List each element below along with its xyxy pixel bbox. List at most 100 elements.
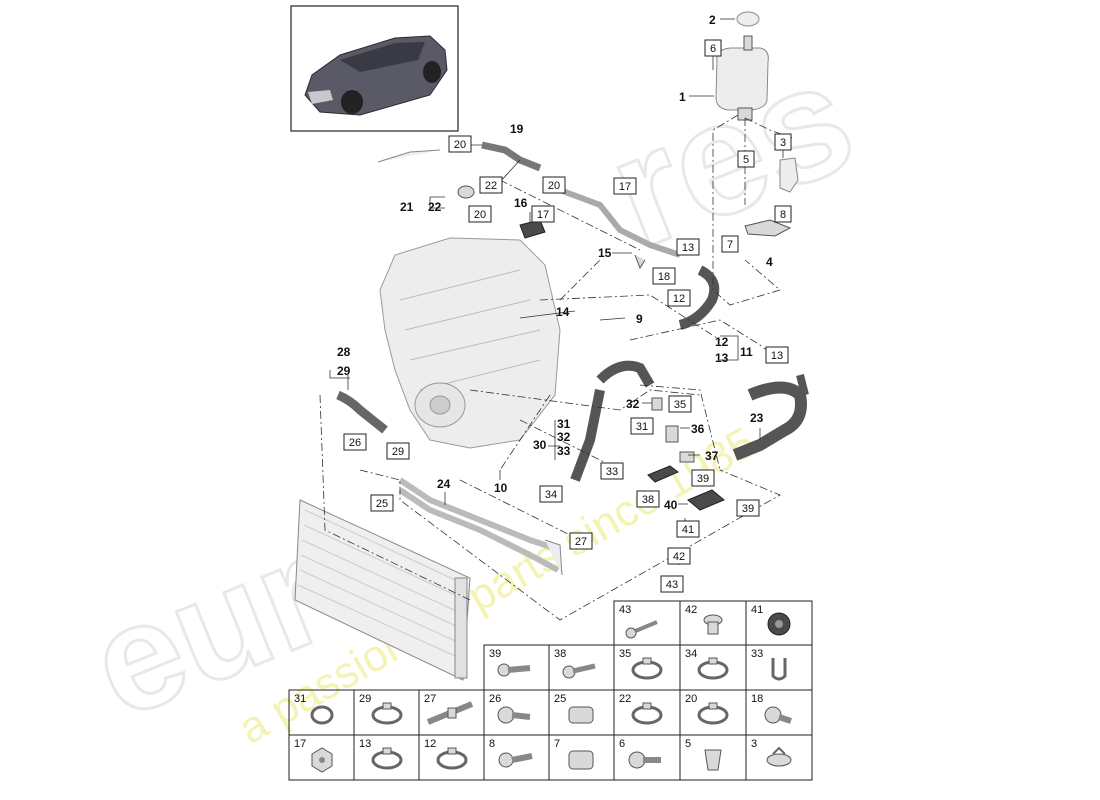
cell-20: 20 <box>685 693 697 705</box>
svg-text:25: 25 <box>376 498 388 510</box>
cell-12: 12 <box>424 738 436 750</box>
bolt-icon <box>497 706 531 724</box>
cell-7: 7 <box>554 738 560 750</box>
cell-39: 39 <box>489 648 501 660</box>
cell-13: 13 <box>359 738 371 750</box>
bracket-parts <box>744 157 799 237</box>
svg-text:41: 41 <box>682 524 694 536</box>
label-31: 31 <box>557 417 571 431</box>
svg-text:31: 31 <box>636 421 648 433</box>
svg-text:39: 39 <box>742 503 754 515</box>
label-33: 33 <box>557 444 571 458</box>
label-22: 22 <box>428 200 442 214</box>
svg-text:42: 42 <box>673 551 685 563</box>
callout-box-6: 6 <box>704 39 722 57</box>
bolt-icon <box>497 663 531 677</box>
svg-text:8: 8 <box>780 209 786 221</box>
parts-grid: 43 42 41 39 38 35 34 33 31 29 27 26 25 2… <box>288 600 813 781</box>
callout-box-8: 8 <box>774 205 792 223</box>
svg-text:7: 7 <box>727 239 733 251</box>
callout-box-25: 25 <box>370 494 394 512</box>
hose-clamp-icon <box>436 747 468 770</box>
label-24: 24 <box>437 477 451 491</box>
vehicle-thumbnail <box>290 5 459 132</box>
callout-box-29: 29 <box>386 442 410 460</box>
label-28: 28 <box>337 345 351 359</box>
cell-27: 27 <box>424 693 436 705</box>
cell-8: 8 <box>489 738 495 750</box>
cell-33: 33 <box>751 648 763 660</box>
cell-5: 5 <box>685 738 691 750</box>
bolt-icon <box>628 751 661 769</box>
callout-box-26: 26 <box>343 433 367 451</box>
bolt-icon <box>498 752 533 768</box>
svg-text:12: 12 <box>673 293 685 305</box>
svg-text:6: 6 <box>710 43 716 55</box>
stud-bolt-icon <box>426 701 474 725</box>
label-1: 1 <box>679 90 686 104</box>
svg-text:17: 17 <box>537 209 549 221</box>
svg-text:13: 13 <box>771 350 783 362</box>
cell-43: 43 <box>619 604 631 616</box>
hose-clamp-icon <box>631 702 663 725</box>
svg-text:26: 26 <box>349 437 361 449</box>
svg-text:33: 33 <box>606 466 618 478</box>
label-36: 36 <box>691 422 705 436</box>
bolt-icon <box>764 706 792 724</box>
callout-box-20b: 20 <box>542 176 566 194</box>
label-30: 30 <box>533 438 547 452</box>
cell-41: 41 <box>751 604 763 616</box>
label-9: 9 <box>636 312 643 326</box>
threaded-sleeve-icon <box>568 706 594 724</box>
cell-25: 25 <box>554 693 566 705</box>
svg-text:3: 3 <box>780 137 786 149</box>
svg-text:29: 29 <box>392 446 404 458</box>
cell-3: 3 <box>751 738 757 750</box>
callout-box-31: 31 <box>630 417 654 435</box>
svg-text:38: 38 <box>642 494 654 506</box>
cell-42: 42 <box>685 604 697 616</box>
callout-box-5: 5 <box>737 150 755 168</box>
svg-text:13: 13 <box>682 242 694 254</box>
cell-31: 31 <box>294 693 306 705</box>
callout-box-18: 18 <box>652 267 676 285</box>
cell-18: 18 <box>751 693 763 705</box>
callout-box-42: 42 <box>667 547 691 565</box>
label-40: 40 <box>664 498 678 512</box>
hose-clamp-icon <box>371 747 403 770</box>
label-13: 13 <box>715 351 729 365</box>
label-29: 29 <box>337 364 351 378</box>
callout-box-22: 22 <box>479 176 503 194</box>
hose-clamp-icon <box>697 702 729 725</box>
label-19: 19 <box>510 122 524 136</box>
label-12: 12 <box>715 335 729 349</box>
svg-text:18: 18 <box>658 271 670 283</box>
svg-text:35: 35 <box>674 399 686 411</box>
spring-clip-icon <box>771 658 787 681</box>
boxed-callouts: 6 3 5 8 7 13 12 18 20 20 22 20 17 17 13 … <box>343 39 792 593</box>
svg-text:5: 5 <box>743 154 749 166</box>
expansion-tank <box>715 11 769 121</box>
plain-labels: 1 2 4 9 10 11 12 13 14 15 16 19 21 22 23… <box>337 13 773 512</box>
threaded-sleeve-icon <box>568 750 594 770</box>
callout-box-13a: 13 <box>676 238 700 256</box>
svg-text:22: 22 <box>485 180 497 192</box>
label-15: 15 <box>598 246 612 260</box>
label-11: 11 <box>740 345 753 359</box>
clip-nut-icon <box>704 749 722 771</box>
screw-icon <box>625 620 658 639</box>
callout-box-39b: 39 <box>736 499 760 517</box>
upper-hoses <box>377 141 720 330</box>
hose-clamp-icon <box>371 702 403 725</box>
label-32b: 32 <box>557 430 571 444</box>
callout-box-39a: 39 <box>691 469 715 487</box>
label-21: 21 <box>400 200 414 214</box>
callout-box-38: 38 <box>636 490 660 508</box>
radiator <box>294 499 471 681</box>
callout-box-43: 43 <box>660 575 684 593</box>
svg-text:20: 20 <box>548 180 560 192</box>
callout-box-34: 34 <box>539 485 563 503</box>
cell-35: 35 <box>619 648 631 660</box>
callout-box-27: 27 <box>569 532 593 550</box>
label-37: 37 <box>705 449 719 463</box>
